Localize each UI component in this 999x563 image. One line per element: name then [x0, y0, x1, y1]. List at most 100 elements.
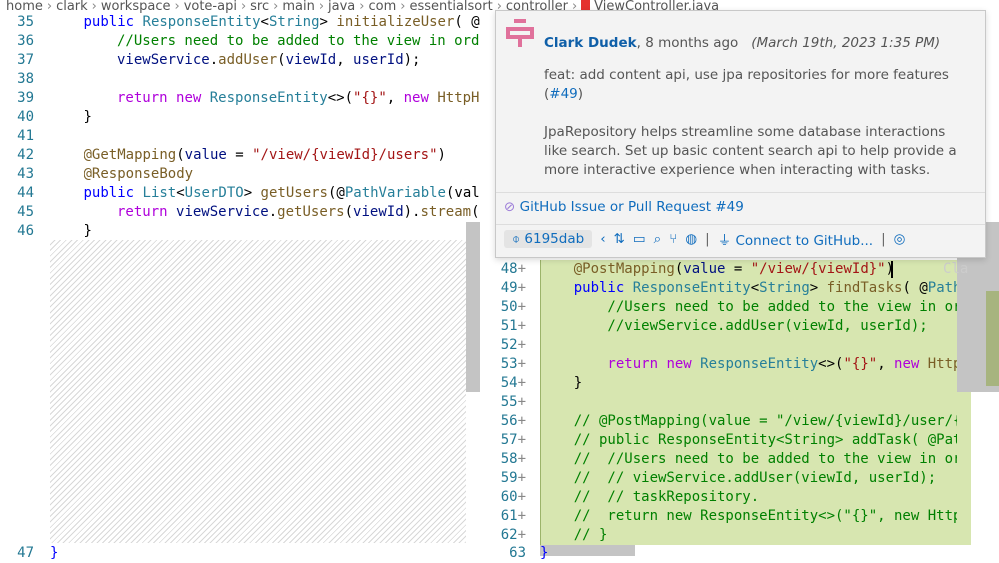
line-number-text: 56: [500, 413, 518, 429]
code-line[interactable]: return new ResponseEntity<>("{}", new Ht…: [540, 355, 957, 374]
breadcrumb-item[interactable]: workspace: [100, 0, 171, 14]
code-line[interactable]: // }: [540, 526, 957, 545]
code-token: (: [277, 52, 286, 68]
line-number-text: 52: [500, 337, 518, 353]
code-line[interactable]: }: [84, 108, 92, 127]
breadcrumb: home›clark›workspace›vote-api›src›main›j…: [0, 0, 999, 14]
divider: [496, 224, 985, 225]
code-line[interactable]: [540, 336, 957, 355]
link-icon: ⊘: [504, 199, 516, 215]
code-token: return: [117, 90, 177, 106]
pr-reference-link[interactable]: #49: [549, 86, 578, 102]
code-token: ).: [403, 204, 421, 220]
code-token: >: [243, 185, 261, 201]
code-line[interactable]: public ResponseEntity<String> findTasks(…: [540, 279, 957, 298]
code-line[interactable]: @GetMapping(value = "/view/{viewId}/user…: [84, 146, 446, 165]
code-line[interactable]: return viewService.getUsers(viewId).stre…: [117, 203, 480, 222]
code-token: ResponseEntity: [632, 280, 751, 296]
code-token: }: [540, 375, 583, 391]
line-number: 56+: [490, 412, 526, 431]
code-line[interactable]: }: [84, 222, 92, 241]
commit-sha-button[interactable]: ⌽ 6195dab: [504, 230, 593, 248]
code-line[interactable]: }: [540, 374, 957, 393]
code-token: //Users need to be added to the view in …: [540, 299, 957, 315]
code-line[interactable]: public List<UserDTO> getUsers(@PathVaria…: [84, 184, 481, 203]
line-number-text: 60: [500, 489, 518, 505]
added-line-plus-icon: +: [517, 489, 526, 505]
code-token: addUser: [218, 52, 278, 68]
breadcrumb-item[interactable]: clark: [56, 0, 88, 14]
added-line-plus-icon: +: [517, 261, 526, 277]
code-line[interactable]: public ResponseEntity<String> initialize…: [84, 13, 480, 32]
line-number: 52+: [490, 336, 526, 355]
breadcrumb-item[interactable]: main: [282, 0, 315, 14]
breadcrumb-item[interactable]: home: [6, 0, 43, 14]
breadcrumb-item[interactable]: src: [250, 0, 270, 14]
line-number-text: 57: [500, 432, 518, 448]
breadcrumb-item[interactable]: vote-api: [183, 0, 237, 14]
search-icon[interactable]: ⌕: [653, 231, 662, 247]
code-line[interactable]: // public ResponseEntity<String> addTask…: [540, 431, 957, 450]
code-token: viewId: [285, 52, 337, 68]
code-line[interactable]: return new ResponseEntity<>("{}", new Ht…: [117, 89, 480, 108]
previous-revision-icon[interactable]: ‹: [600, 231, 606, 247]
code-line[interactable]: [540, 393, 957, 412]
code-token: =: [725, 261, 751, 277]
code-line[interactable]: // @PostMapping(value = "/view/{viewId}/…: [540, 412, 957, 431]
code-line[interactable]: }: [50, 545, 59, 561]
chevron-right-icon: ›: [318, 0, 325, 14]
git-blame-hover: Clark Dudek, 8 months ago (March 19th, 2…: [495, 10, 986, 258]
open-in-view-icon[interactable]: ▭: [632, 231, 646, 247]
unchanged-line-highlight: [540, 545, 635, 556]
compare-changes-icon[interactable]: ⇅: [613, 231, 625, 247]
code-token: "{}": [353, 90, 387, 106]
code-line[interactable]: // // viewService.addUser(viewId, userId…: [540, 469, 957, 488]
code-token: }: [83, 109, 92, 125]
code-line[interactable]: }: [540, 545, 549, 561]
code-line[interactable]: @ResponseBody: [84, 165, 194, 184]
line-number-text: 50: [500, 299, 518, 315]
code-token: // // viewService.addUser(viewId, userId…: [540, 470, 937, 486]
code-line[interactable]: @PostMapping(value = "/view/{viewId}"): [540, 260, 957, 279]
line-number: 51+: [490, 317, 526, 336]
code-line[interactable]: // //Users need to be added to the view …: [540, 450, 957, 469]
code-line[interactable]: viewService.addUser(viewId, userId);: [117, 51, 420, 70]
added-line-plus-icon: +: [517, 375, 526, 391]
line-number: 46: [17, 223, 34, 239]
code-token: // // taskRepository.: [540, 489, 760, 505]
author-name[interactable]: Clark Dudek: [544, 35, 637, 51]
code-line[interactable]: //viewService.addUser(viewId, userId);: [540, 317, 957, 336]
open-graph-icon[interactable]: ⑂: [669, 231, 678, 247]
code-token: (valu: [446, 185, 480, 201]
code-token: "{}": [843, 356, 878, 372]
added-line-plus-icon: +: [517, 280, 526, 296]
chevron-right-icon: ›: [273, 0, 279, 14]
code-token: value: [184, 147, 227, 163]
commit-subject: feat: add content api, use jpa repositor…: [544, 67, 949, 83]
code-line[interactable]: //Users need to be added to the view in …: [540, 298, 957, 317]
code-line[interactable]: // return new ResponseEntity<>("{}", new…: [540, 507, 957, 526]
breadcrumb-item[interactable]: com: [368, 0, 397, 14]
added-line-plus-icon: +: [517, 470, 526, 486]
chevron-right-icon: ›: [400, 0, 406, 14]
breadcrumb-item[interactable]: controller: [505, 0, 568, 14]
code-token: value: [683, 261, 726, 277]
code-token: // @PostMapping(value = "/view/{viewId}/…: [540, 413, 957, 429]
connect-label: Connect to GitHub...: [735, 233, 874, 249]
code-token: <: [750, 280, 760, 296]
breadcrumb-file[interactable]: ViewController.java: [594, 0, 720, 14]
line-number-text: 55: [500, 394, 518, 410]
separator: |: [705, 231, 710, 247]
breadcrumb-item[interactable]: essentialsort: [409, 0, 493, 14]
connect-github-button[interactable]: ⏚ Connect to GitHub...: [717, 233, 874, 249]
code-line[interactable]: //Users need to be added to the view in …: [117, 32, 480, 51]
left-scrollbar[interactable]: [466, 222, 480, 392]
breadcrumb-item[interactable]: java: [328, 0, 356, 14]
copilot-icon[interactable]: ◎: [893, 231, 906, 247]
code-token: viewService: [117, 52, 210, 68]
code-token: //viewService.addUser(viewId, userId);: [540, 318, 928, 334]
code-line[interactable]: // // taskRepository.: [540, 488, 957, 507]
pr-link[interactable]: ⊘ GitHub Issue or Pull Request #49: [504, 199, 744, 215]
relative-time: , 8 months ago: [636, 35, 739, 51]
globe-icon[interactable]: ◍: [685, 231, 698, 247]
